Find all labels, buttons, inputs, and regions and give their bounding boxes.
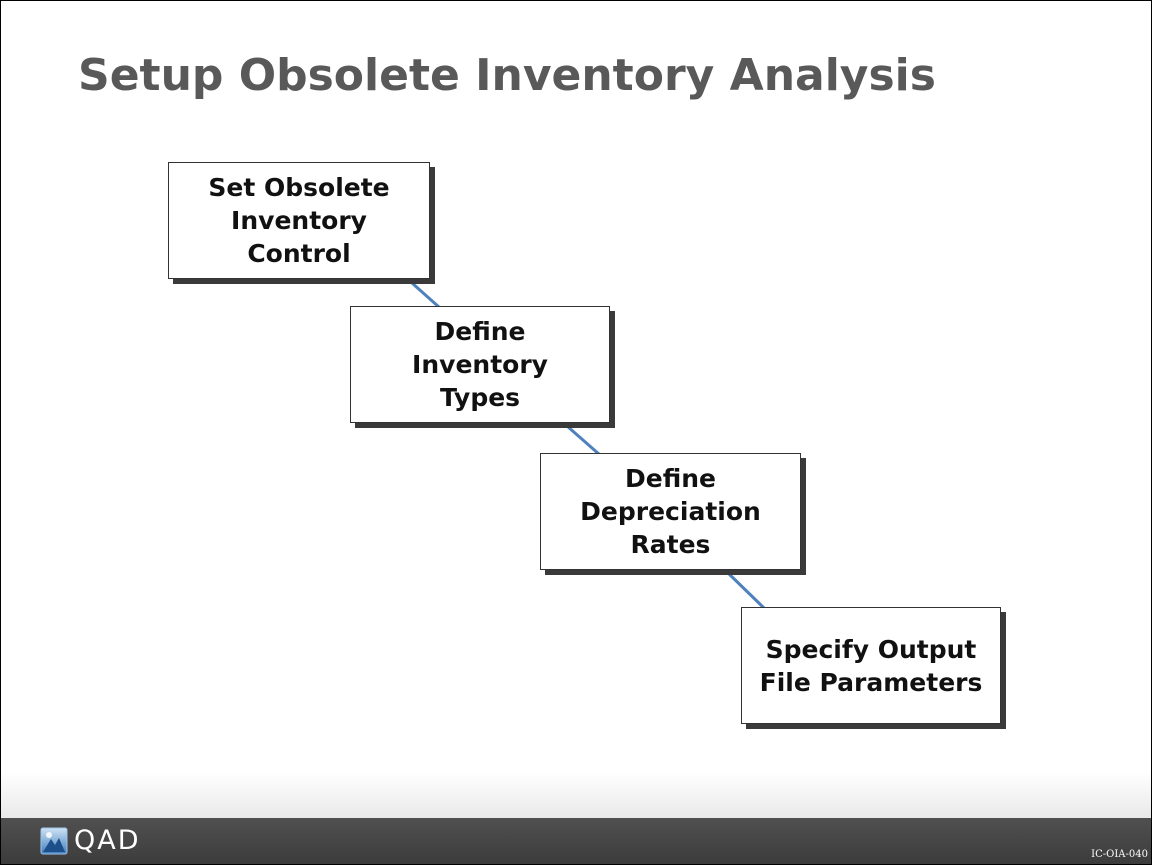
footer-bar [1,818,1151,864]
step-box-specify-output-file-parameters: Specify Output File Parameters [741,607,1001,724]
qad-logo: QAD [40,826,141,856]
connector-line-1 [411,281,441,310]
slide-code: IC-OIA-040 [1091,849,1148,860]
connector-line-3 [725,570,766,610]
connector-line-2 [566,424,601,457]
qad-logo-icon [40,827,68,855]
step-box-set-obsolete-inventory-control: Set Obsolete Inventory Control [168,162,430,279]
step-box-define-inventory-types: Define Inventory Types [350,306,610,423]
footer-fade [1,772,1151,818]
slide-title: Setup Obsolete Inventory Analysis [78,50,936,101]
logo-text: QAD [74,825,141,856]
step-box-define-depreciation-rates: Define Depreciation Rates [540,453,801,570]
